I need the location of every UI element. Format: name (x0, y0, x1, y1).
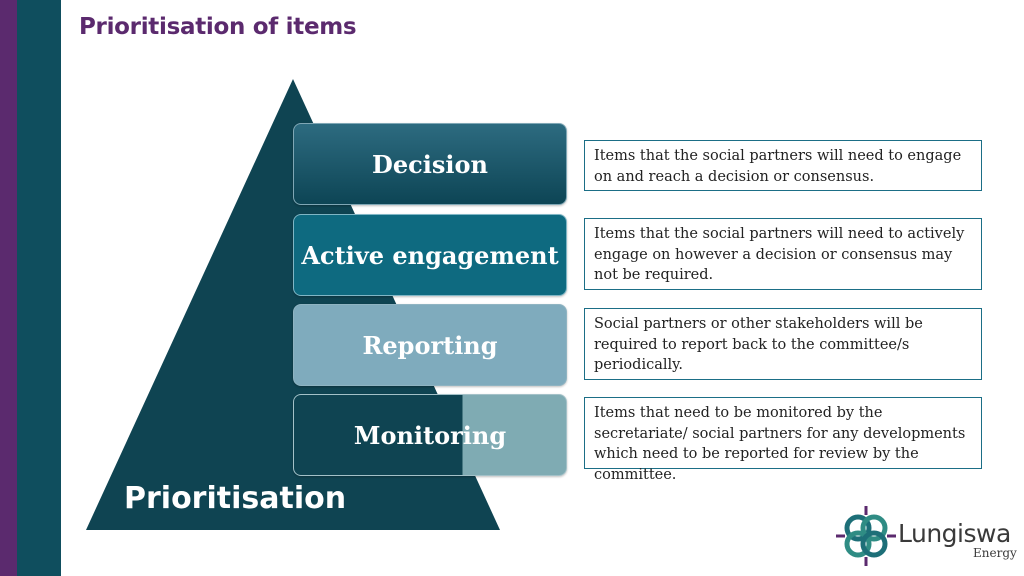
level-active-engagement-label: Active engagement (301, 240, 559, 270)
left-accent-bar-purple (0, 0, 17, 576)
level-decision: Decision (293, 123, 567, 205)
level-reporting: Reporting (293, 304, 567, 386)
left-accent-bar-teal (17, 0, 61, 576)
pyramid-label: Prioritisation (124, 481, 347, 516)
description-reporting: Social partners or other stakeholders wi… (584, 308, 982, 380)
description-active-engagement: Items that the social partners will need… (584, 218, 982, 290)
level-reporting-label: Reporting (362, 330, 498, 360)
logo-name: Lungiswa (898, 519, 1011, 548)
level-decision-label: Decision (372, 149, 488, 179)
logo-subtitle: Energy (973, 546, 1017, 560)
lungiswa-logo-icon (836, 506, 896, 566)
description-decision: Items that the social partners will need… (584, 140, 982, 191)
description-monitoring: Items that need to be monitored by the s… (584, 397, 982, 483)
level-monitoring-label: Monitoring (353, 420, 507, 450)
slide-title: Prioritisation of items (79, 14, 357, 40)
level-monitoring: Monitoring (293, 394, 567, 476)
level-active-engagement: Active engagement (293, 214, 567, 296)
